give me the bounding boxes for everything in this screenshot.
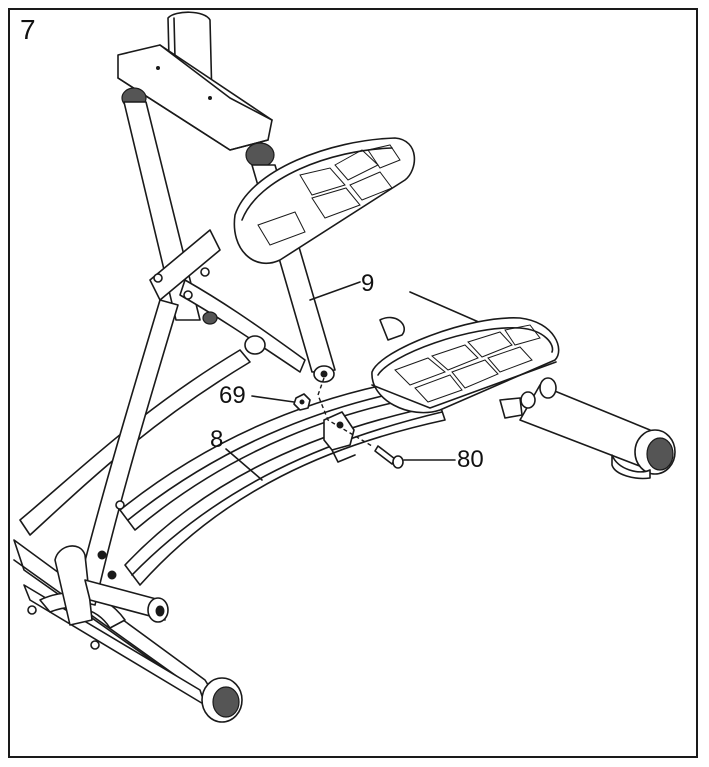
callout-part-80: 80	[457, 446, 484, 473]
right-pedal	[371, 316, 560, 414]
leader-9	[309, 281, 361, 301]
nut-69	[293, 393, 311, 411]
step-number: 7	[20, 14, 36, 45]
left-leg	[54, 229, 306, 626]
callout-part-69: 69	[219, 382, 246, 409]
bolt-80	[374, 445, 404, 469]
left-pedal	[233, 137, 416, 265]
leader-8	[225, 448, 263, 481]
figure-border	[8, 8, 698, 758]
callout-part-9: 9	[361, 270, 375, 297]
rear-base	[409, 291, 676, 480]
leader-69	[251, 395, 295, 403]
assembly-path	[317, 377, 373, 447]
callout-part-8: 8	[210, 426, 224, 453]
